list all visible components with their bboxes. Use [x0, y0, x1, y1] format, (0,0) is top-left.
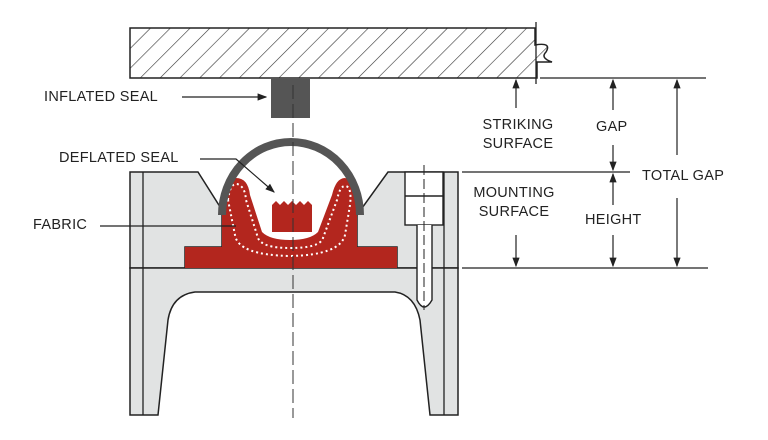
- label-striking-line2: SURFACE: [482, 136, 554, 152]
- label-fabric: FABRIC: [33, 217, 88, 233]
- bolt: [404, 165, 444, 310]
- label-mounting-line2: SURFACE: [478, 204, 550, 220]
- label-height: HEIGHT: [585, 212, 642, 228]
- striking-plate: [129, 22, 553, 84]
- label-mounting-surface: MOUNTING SURFACE: [462, 184, 566, 222]
- label-mounting-line1: MOUNTING: [473, 185, 555, 201]
- label-inflated-seal: INFLATED SEAL: [44, 89, 159, 105]
- label-gap: GAP: [596, 119, 628, 135]
- label-total-gap: TOTAL GAP: [642, 168, 725, 184]
- deflated-seal: [185, 178, 397, 268]
- dimension-lines: [462, 77, 708, 269]
- label-deflated-seal: DEFLATED SEAL: [59, 150, 179, 166]
- label-striking-line1: STRIKING: [482, 117, 554, 133]
- leader-lines: [100, 93, 275, 227]
- label-striking-surface: STRIKING SURFACE: [478, 116, 558, 154]
- inflated-seal: [218, 78, 364, 216]
